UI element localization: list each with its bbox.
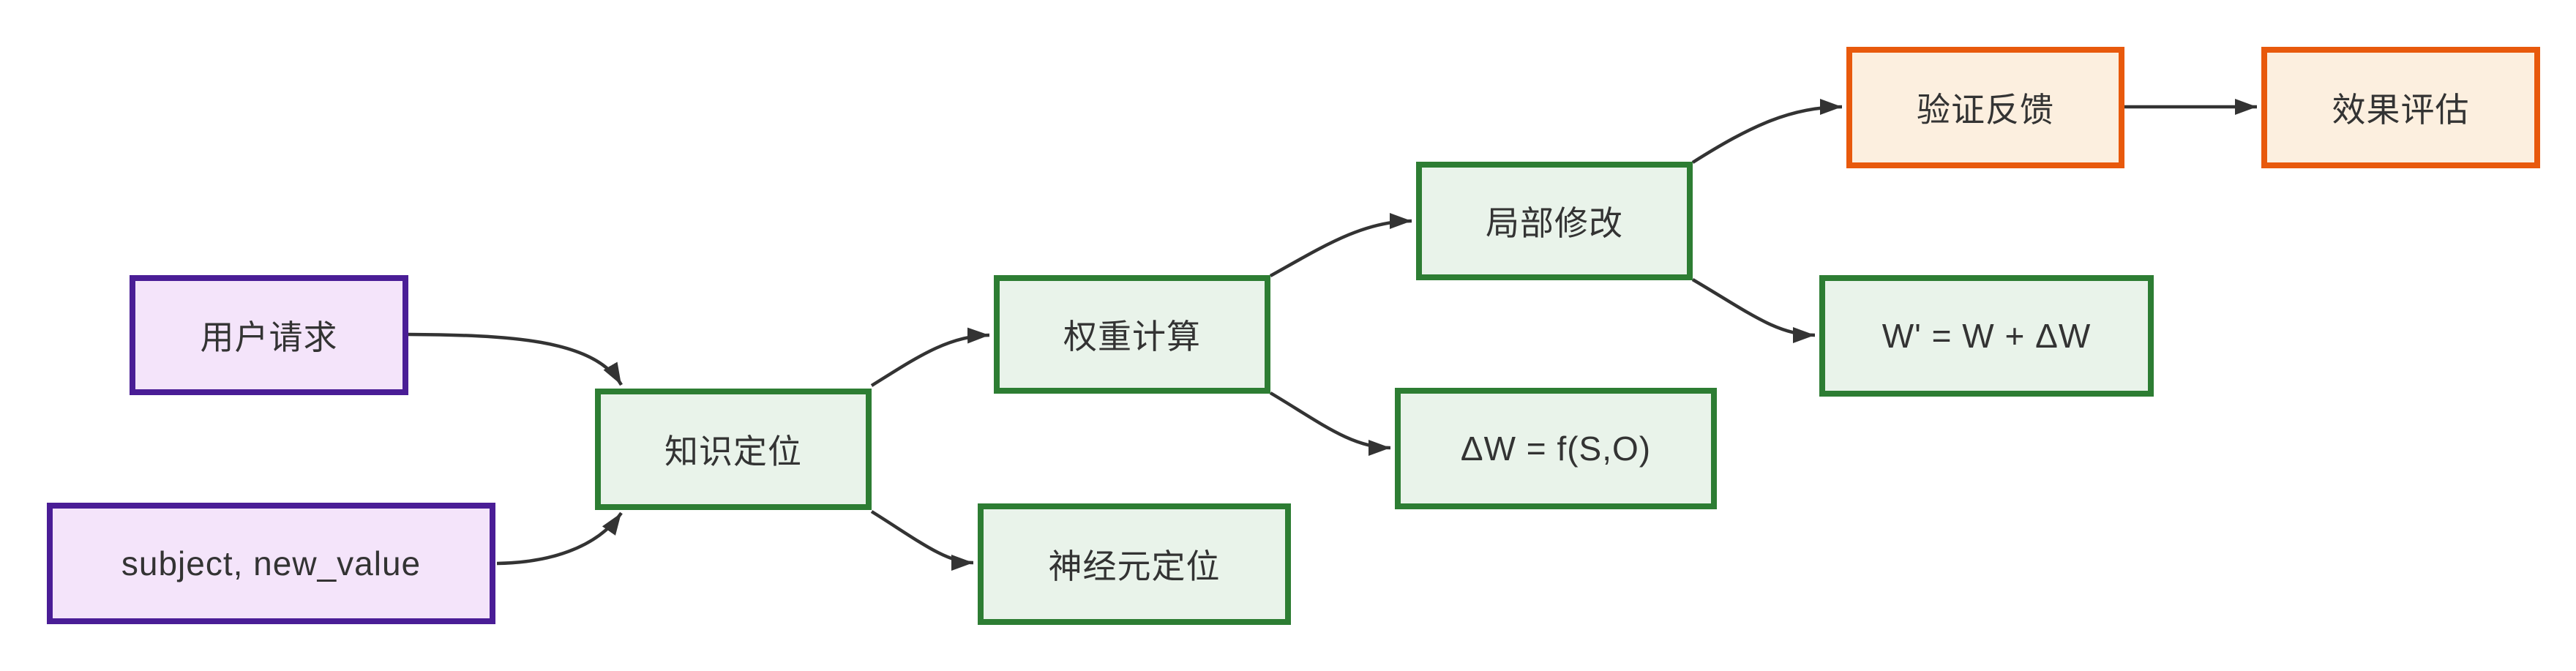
- edge-user-request-to-knowledge-locate: [408, 332, 623, 386]
- node-w-update-formula-label: W' = W + ΔW: [1882, 317, 2092, 355]
- node-weight-compute: 权重计算: [994, 275, 1270, 394]
- node-knowledge-locate: 知识定位: [595, 389, 872, 510]
- node-knowledge-locate-label: 知识定位: [664, 432, 802, 471]
- node-delta-w-formula: ΔW = f(S,O): [1395, 388, 1717, 509]
- node-weight-compute-label: 权重计算: [1063, 318, 1201, 356]
- node-local-modify: 局部修改: [1416, 162, 1693, 280]
- edge-local-modify-to-verify-feedback: [1691, 99, 1843, 164]
- node-delta-w-formula-label: ΔW = f(S,O): [1460, 430, 1652, 468]
- node-local-modify-label: 局部修改: [1486, 204, 1623, 242]
- node-effect-eval: 效果评估: [2261, 47, 2540, 168]
- node-verify-feedback: 验证反馈: [1846, 47, 2124, 168]
- node-subject-input-label: subject, new_value: [121, 544, 422, 582]
- node-user-request: 用户请求: [130, 275, 408, 395]
- node-w-update-formula: W' = W + ΔW: [1819, 275, 2154, 397]
- edge-knowledge-locate-to-weight-compute: [870, 327, 990, 387]
- edge-subject-input-to-knowledge-locate: [496, 511, 623, 566]
- edge-weight-compute-to-local-modify: [1269, 213, 1412, 277]
- node-verify-feedback-label: 验证反馈: [1917, 91, 2054, 129]
- node-neuron-locate: 神经元定位: [978, 503, 1291, 625]
- edge-knowledge-locate-to-neuron-locate: [870, 510, 974, 571]
- edge-local-modify-to-w-update-formula: [1691, 278, 1816, 343]
- edge-weight-compute-to-delta-w-formula: [1269, 391, 1391, 456]
- node-user-request-label: 用户请求: [200, 318, 338, 356]
- node-neuron-locate-label: 神经元定位: [1048, 547, 1221, 585]
- node-subject-input: subject, new_value: [47, 503, 495, 624]
- node-effect-eval-label: 效果评估: [2332, 91, 2470, 129]
